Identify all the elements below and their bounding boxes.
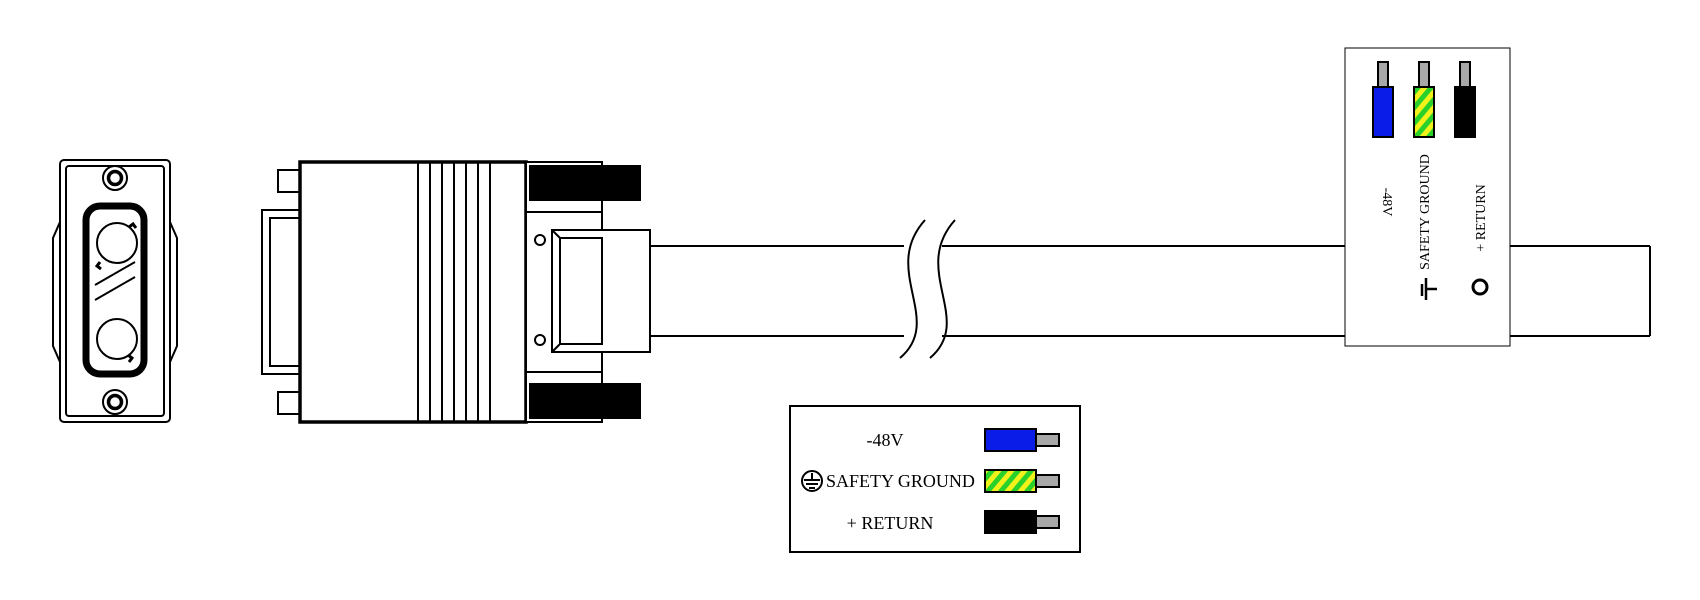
jack-screw-bottom bbox=[529, 383, 641, 419]
green-yellow-wire bbox=[984, 469, 1037, 493]
legend-label-return: + RETURN bbox=[847, 513, 934, 533]
mounting-hole-bottom bbox=[102, 389, 128, 415]
pin-socket-top bbox=[96, 222, 138, 264]
mounting-hole-top bbox=[102, 165, 128, 191]
black-wire bbox=[984, 510, 1037, 534]
ring-terminal-icon bbox=[1471, 278, 1489, 296]
legend-item-safety-ground: SAFETY GROUND bbox=[801, 469, 1060, 493]
panel-label-safety-ground: SAFETY GROUND bbox=[1418, 154, 1433, 270]
legend-item-minus-48v: -48V bbox=[867, 428, 1060, 452]
legend-label-safety-ground: SAFETY GROUND bbox=[826, 471, 975, 491]
ground-circle-icon bbox=[801, 470, 823, 492]
legend-label-minus-48v: -48V bbox=[867, 430, 904, 450]
blue-wire bbox=[1372, 61, 1394, 138]
connector-face-view bbox=[52, 159, 178, 423]
panel-label-return: + RETURN bbox=[1474, 184, 1489, 251]
legend-item-return: + RETURN bbox=[847, 510, 1060, 534]
ground-symbol-icon bbox=[1420, 278, 1437, 300]
jack-screw-top bbox=[529, 165, 641, 201]
cable-break-symbol bbox=[899, 219, 956, 359]
green-yellow-wire bbox=[1413, 61, 1435, 138]
wire-panel: -48V SAFETY GROUND + RETURN bbox=[1344, 47, 1511, 347]
legend-box: -48V SAFETY GROUND + RETURN bbox=[789, 405, 1081, 553]
black-wire bbox=[1454, 61, 1476, 138]
blue-wire bbox=[984, 428, 1037, 452]
connector-side-view bbox=[261, 160, 651, 424]
connector-shell-opening bbox=[82, 202, 148, 378]
pin-socket-bottom bbox=[96, 318, 138, 360]
panel-label-minus-48v: -48V bbox=[1379, 188, 1394, 217]
cable bbox=[650, 219, 1651, 359]
